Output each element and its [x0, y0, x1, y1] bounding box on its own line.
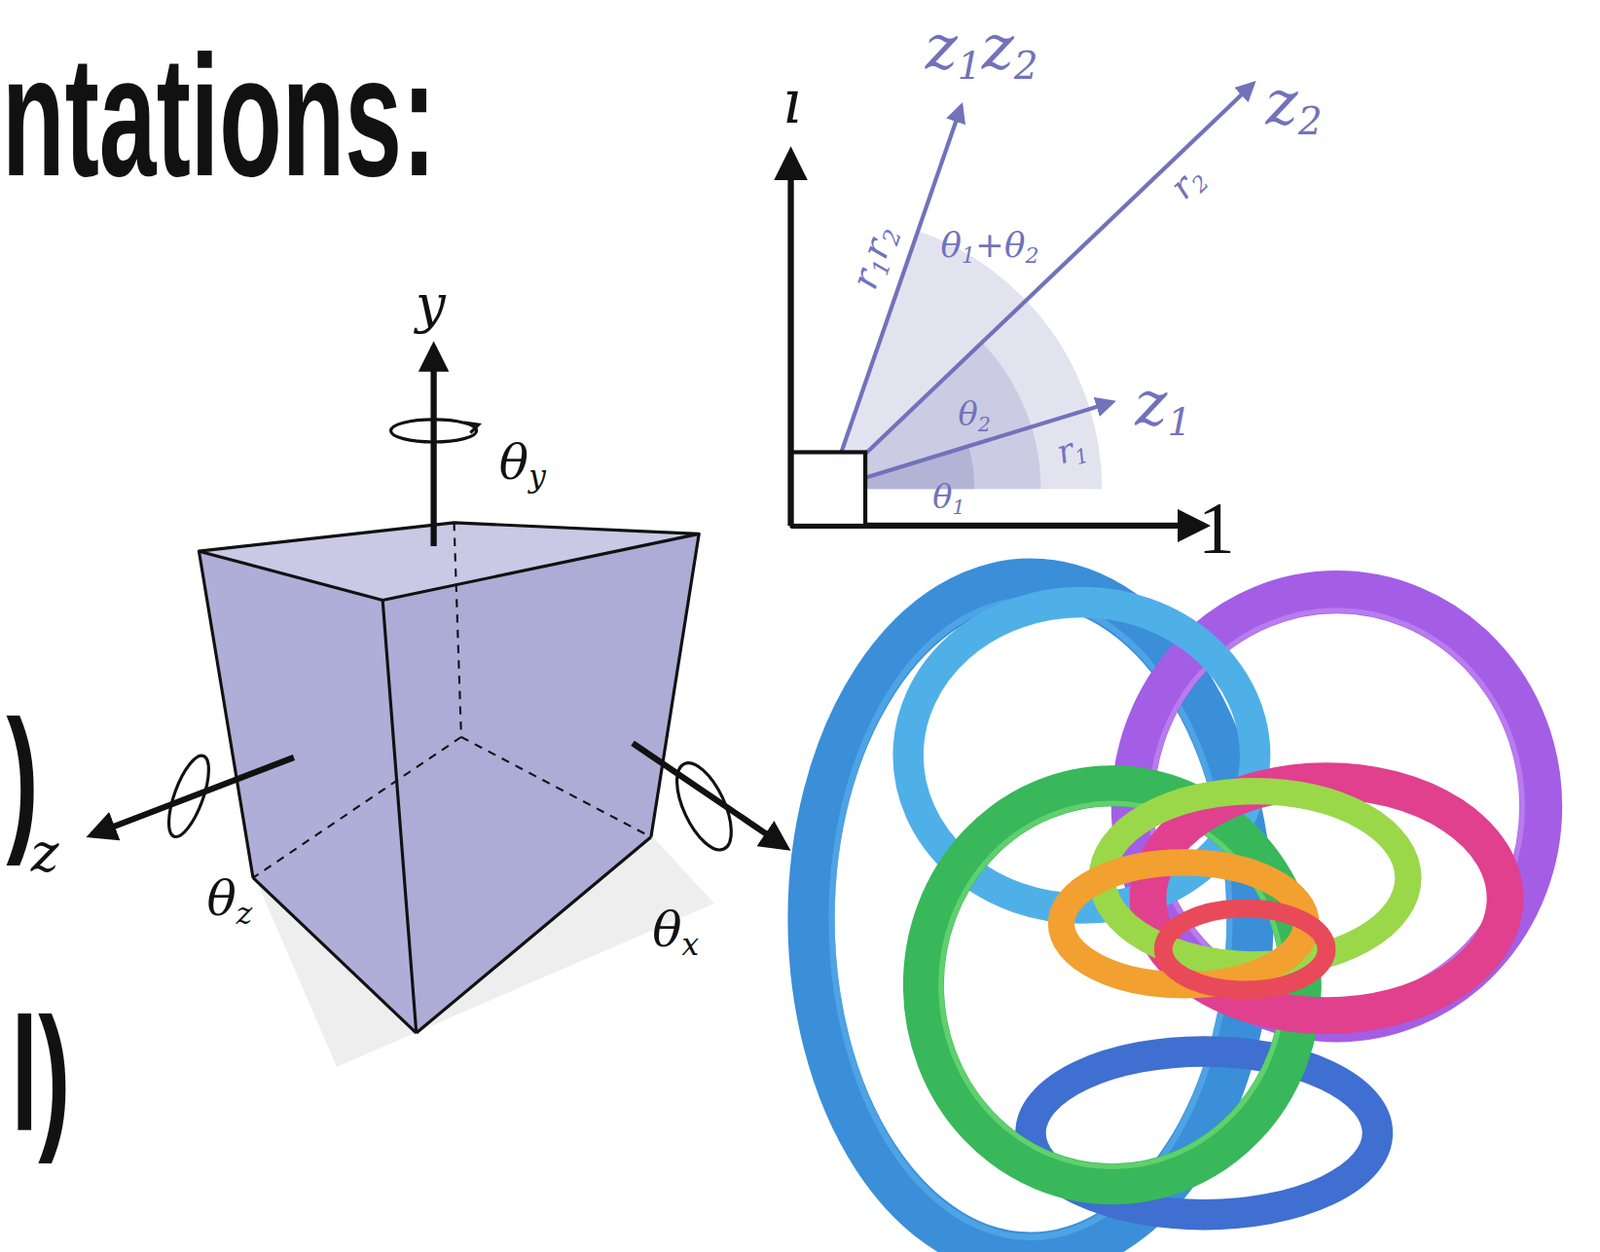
slide-heading: ntations: — [1, 30, 437, 202]
length-label: r2 — [1163, 158, 1210, 205]
length-label: r1 — [1053, 429, 1091, 470]
axis-label: ı — [782, 72, 801, 132]
cube-face — [382, 533, 699, 1033]
angle-label: θz — [207, 872, 254, 922]
angle-label: θx — [652, 904, 699, 953]
cropped-text: l) — [11, 992, 72, 1155]
complex-vectors — [828, 83, 1253, 489]
angle-label: θ2 — [958, 398, 991, 432]
angle-label: θ1 — [932, 480, 965, 514]
length-label: r1r2 — [845, 220, 902, 294]
x-axis — [632, 742, 786, 847]
vector-label: z2 — [1265, 71, 1322, 133]
vector-label: z1 — [1134, 372, 1192, 435]
hopf-fibration — [811, 581, 1542, 1252]
cube-edges — [198, 522, 699, 1033]
axis-label: 1 — [1198, 491, 1236, 565]
z-axis — [91, 757, 294, 836]
cropped-text: ) — [6, 694, 39, 857]
vector-label: z1z2 — [925, 16, 1039, 78]
angle-label: θ1+θ2 — [941, 227, 1040, 263]
axis-label: y — [415, 277, 446, 331]
cube-hidden-edges — [253, 522, 652, 878]
right-angle-box — [792, 451, 866, 525]
rotation-arrow — [464, 422, 479, 433]
cube-face — [198, 522, 699, 601]
y-axis — [430, 346, 437, 546]
angle-label: θy — [499, 436, 546, 486]
cube-face — [198, 550, 416, 1033]
